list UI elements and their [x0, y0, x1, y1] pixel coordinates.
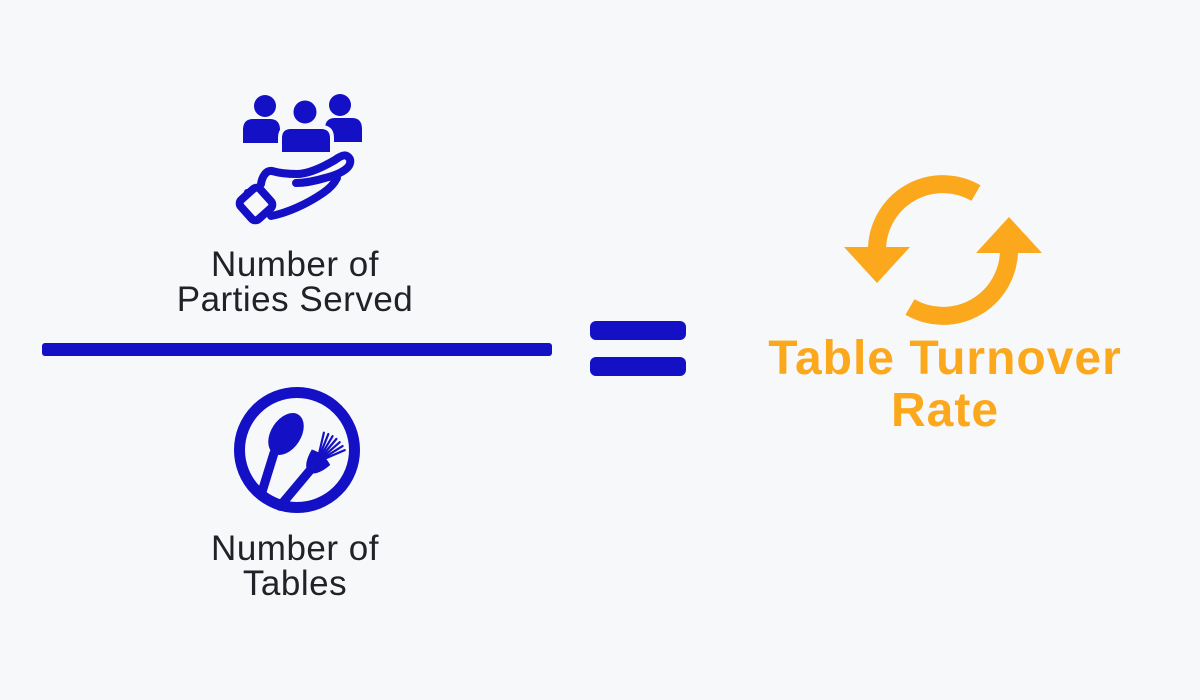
- denominator-label: Number of Tables: [95, 531, 495, 601]
- result-label: Table Turnover Rate: [700, 333, 1190, 437]
- numerator-label: Number of Parties Served: [95, 247, 495, 317]
- numerator-label-line2: Parties Served: [176, 280, 414, 319]
- result-label-line1: Table Turnover: [768, 332, 1122, 385]
- equals-sign: [590, 321, 686, 377]
- parties-served-hand-icon: [235, 94, 362, 225]
- result-label-line2: Rate: [890, 384, 1000, 437]
- equals-top-bar: [590, 321, 686, 340]
- denominator-label-line1: Number of: [211, 529, 379, 568]
- numerator-label-line1: Number of: [211, 245, 379, 284]
- fraction-bar: [42, 343, 552, 356]
- denominator-label-line2: Tables: [242, 564, 348, 603]
- spoon-fork-circle-icon: [234, 387, 360, 513]
- turnover-cycle-arrows-icon: [844, 175, 1042, 325]
- equals-bottom-bar: [590, 357, 686, 376]
